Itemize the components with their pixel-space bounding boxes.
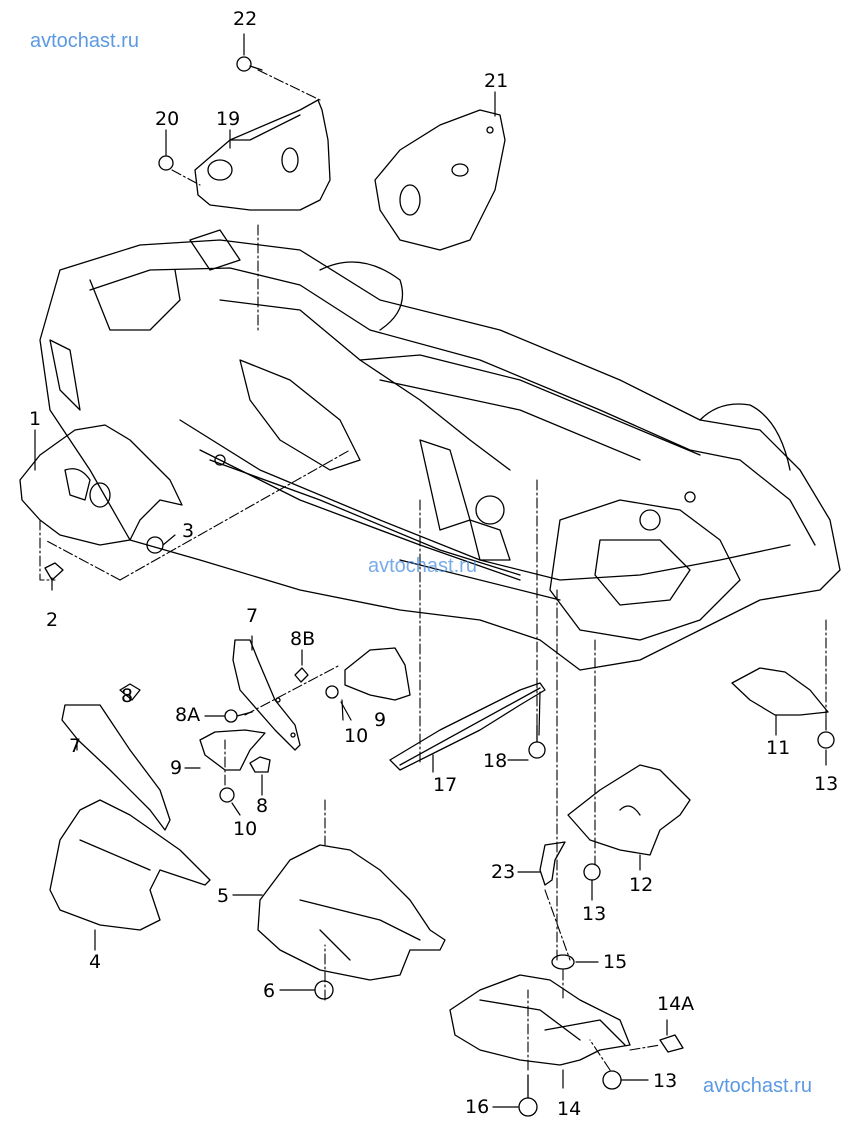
part-7-bracket-left	[61, 704, 171, 831]
callout-8a: 8A	[175, 704, 201, 726]
part-8b-clip	[294, 667, 309, 683]
part-16-bolt	[518, 1074, 538, 1117]
part-8-clip-upper	[119, 683, 141, 701]
car-underbody	[39, 229, 841, 671]
part-13-nut-right	[817, 731, 835, 749]
part-4-heat-shield	[49, 799, 211, 931]
callout-16: 16	[465, 1096, 490, 1118]
part-8a-bolt	[224, 709, 253, 723]
part-17-cross-member	[389, 682, 546, 771]
part-20-clip	[158, 155, 174, 171]
callout-10-right: 10	[344, 725, 369, 747]
part-10-clip-left	[219, 787, 235, 803]
callout-22: 22	[233, 8, 258, 30]
callout-9-right: 9	[374, 709, 387, 731]
leader-lines	[34, 33, 827, 1108]
part-23-bracket	[539, 841, 566, 886]
callout-3: 3	[182, 520, 195, 542]
callout-7-upper: 7	[246, 605, 259, 627]
part-14-heat-shield	[449, 974, 631, 1066]
part-11-heat-shield	[731, 667, 829, 716]
watermark-center: avtochast.ru	[368, 555, 477, 577]
callout-8-upper: 8	[121, 685, 134, 707]
callout-1: 1	[29, 408, 42, 430]
part-15-washer	[551, 954, 575, 970]
callout-8b: 8B	[290, 628, 316, 650]
part-18-bolt	[528, 724, 546, 759]
callout-21: 21	[484, 70, 509, 92]
part-7-bracket	[232, 639, 301, 751]
callout-20: 20	[155, 108, 180, 130]
part-9-shield-left	[199, 729, 266, 771]
callout-7-lower: 7	[69, 735, 82, 757]
part-21-heat-shield	[374, 109, 506, 251]
callout-13-right: 13	[814, 773, 839, 795]
callout-2: 2	[46, 609, 59, 631]
callout-9-left: 9	[170, 757, 183, 779]
part-8-clip-lower	[249, 756, 271, 773]
callout-23: 23	[491, 861, 516, 883]
callout-13-bottom: 13	[653, 1070, 678, 1092]
callout-13-mid: 13	[582, 903, 607, 925]
callout-5: 5	[217, 885, 230, 907]
callout-10-left: 10	[233, 818, 258, 840]
part-1-heat-shield	[19, 424, 183, 546]
callout-6: 6	[263, 980, 276, 1002]
part-14a-clip	[659, 1034, 684, 1053]
part-12-heat-shield	[567, 764, 691, 856]
part-5-heat-shield	[257, 844, 446, 981]
part-2-clip	[44, 562, 64, 581]
part-19-heat-shield	[194, 99, 331, 211]
callout-18: 18	[483, 750, 508, 772]
callout-8-lower: 8	[256, 795, 269, 817]
callout-15: 15	[603, 951, 628, 973]
watermark-top-left: avtochast.ru	[30, 30, 139, 52]
callout-12: 12	[629, 874, 654, 896]
callout-11: 11	[766, 737, 791, 759]
callout-17: 17	[433, 774, 458, 796]
callout-14: 14	[557, 1098, 582, 1120]
part-10-clip-right	[325, 685, 339, 699]
part-13-nut-mid	[583, 863, 601, 881]
part-22-bolt	[236, 56, 263, 72]
part-13-nut-bottom	[602, 1070, 622, 1090]
assembly-lines	[39, 69, 827, 1071]
watermark-bottom-right: avtochast.ru	[703, 1075, 812, 1097]
callout-19: 19	[216, 108, 241, 130]
part-9-shield-right	[344, 647, 411, 701]
part-6-nut	[314, 980, 334, 1000]
callout-4: 4	[89, 951, 102, 973]
callout-14a: 14A	[657, 993, 695, 1015]
